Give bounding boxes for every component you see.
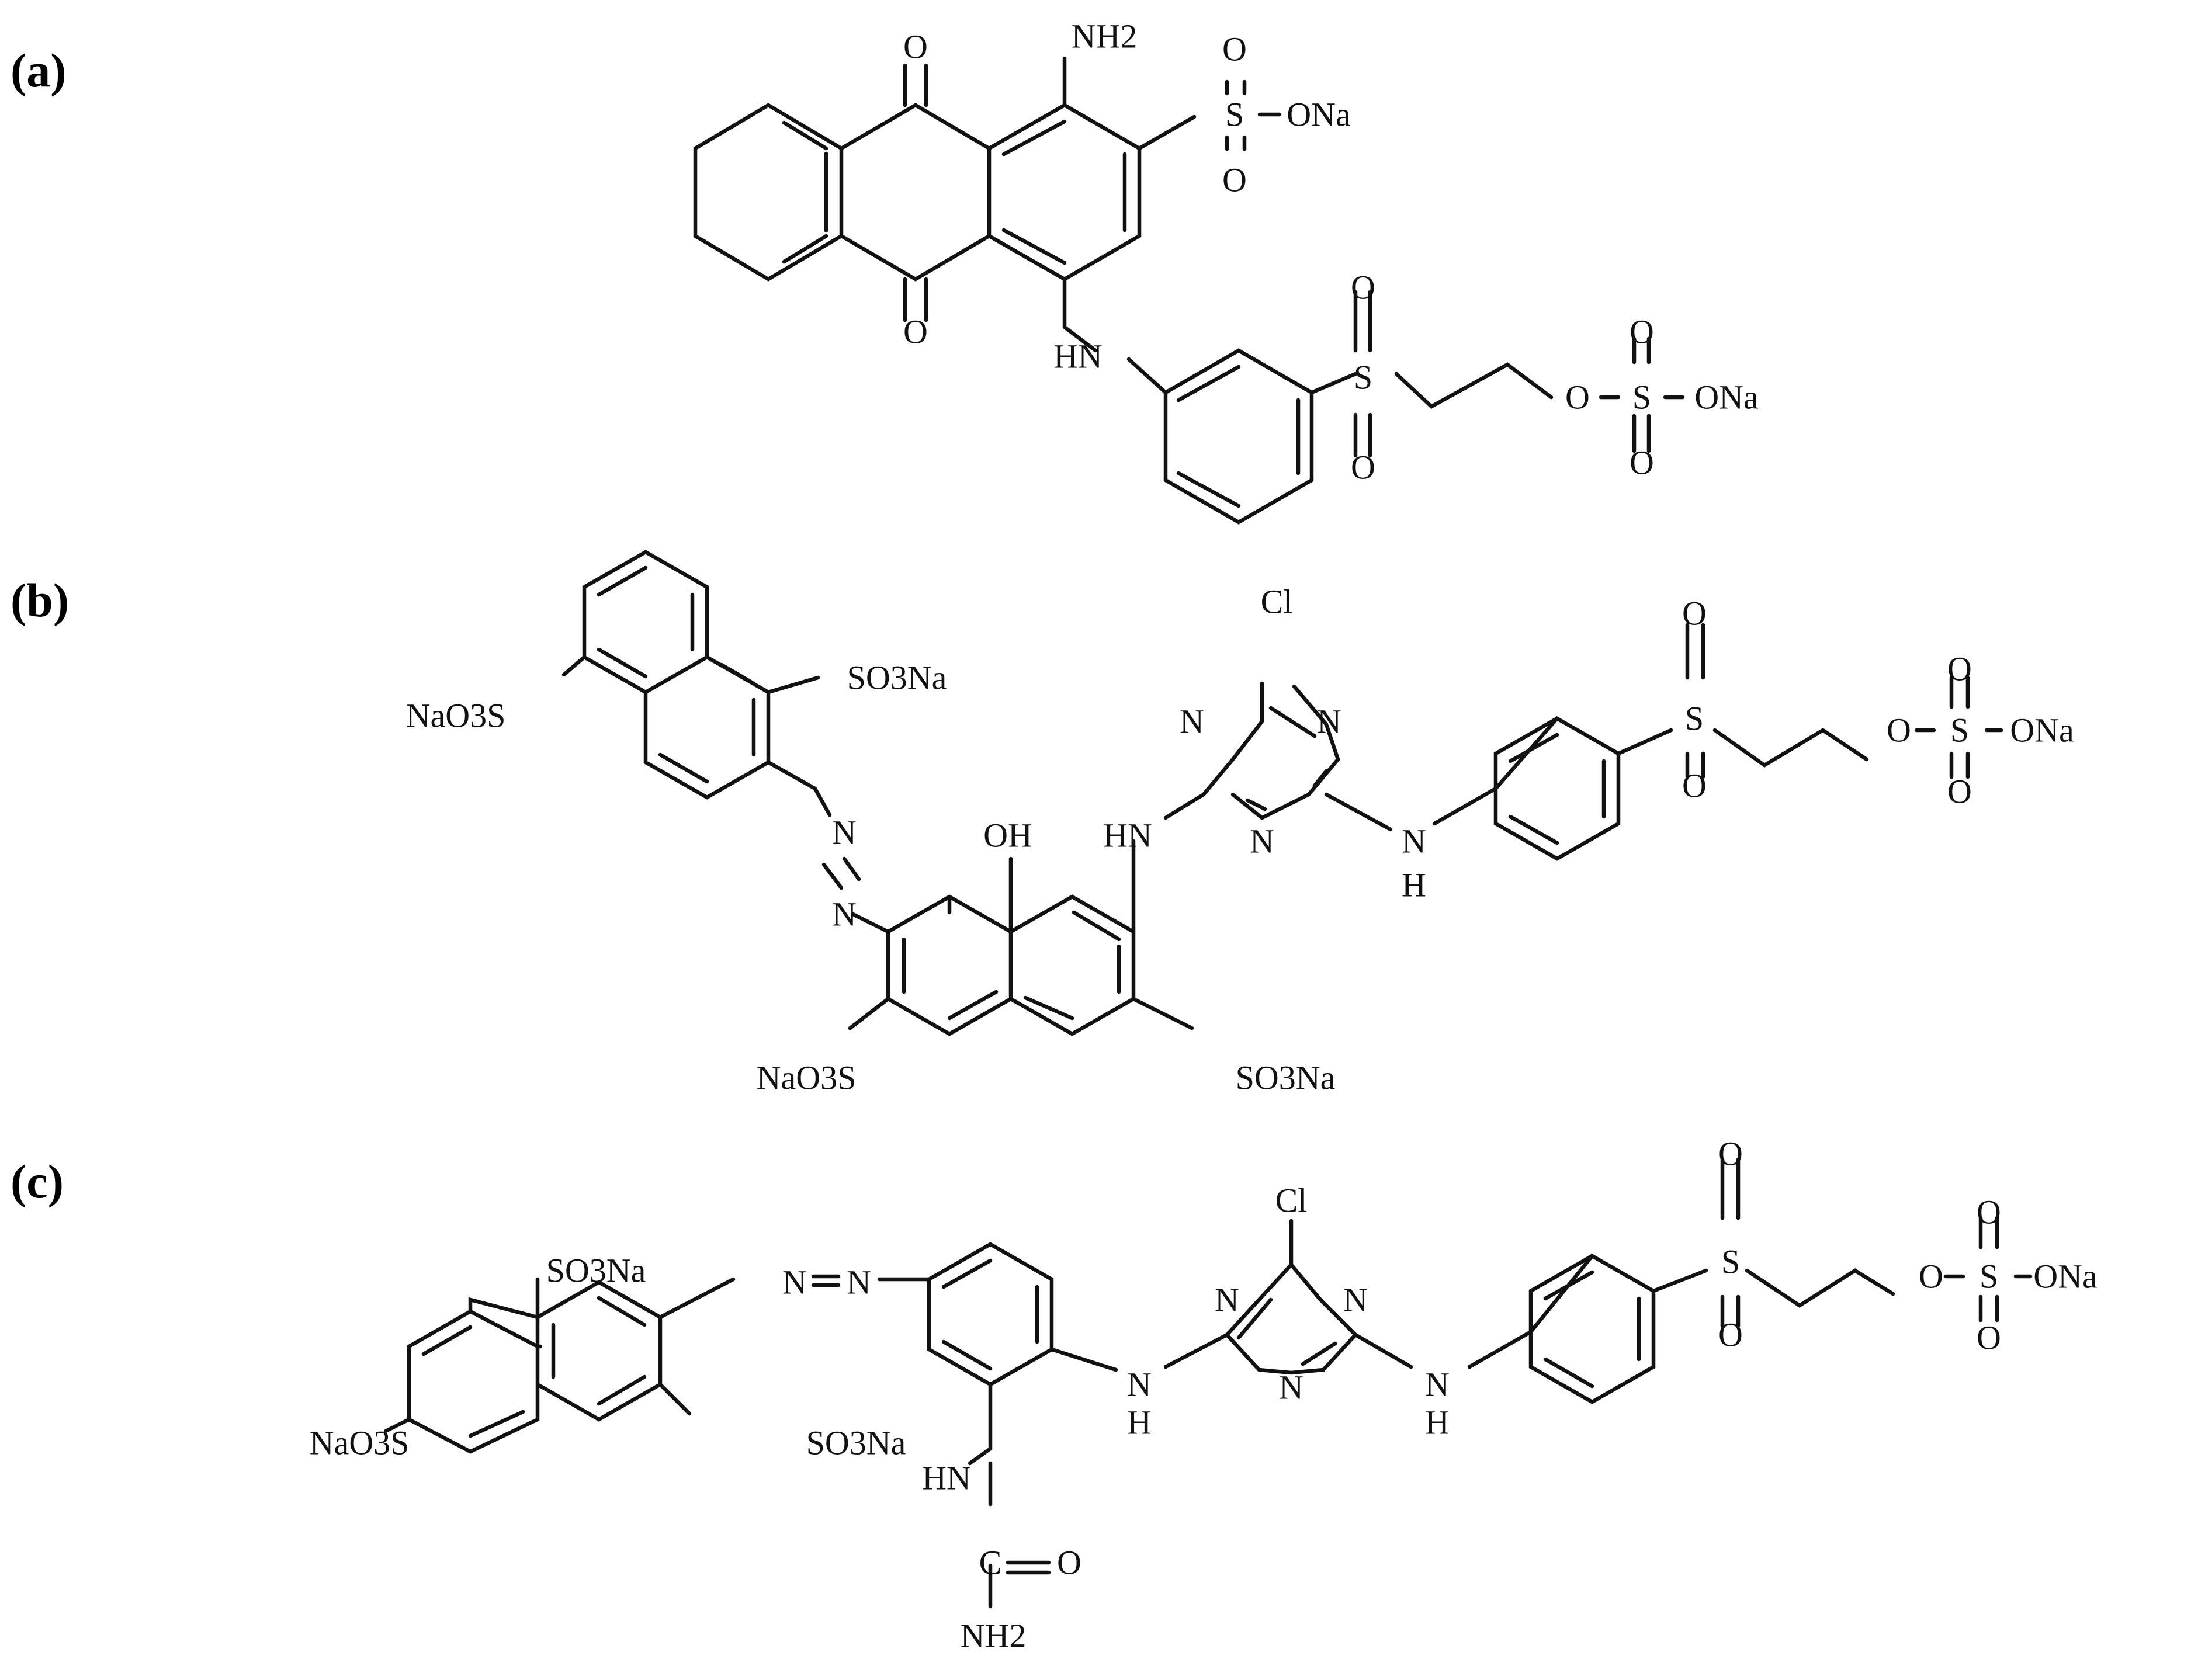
atom-label: S (1632, 379, 1651, 416)
atom-label: O (1630, 313, 1654, 351)
atom-label: O (903, 313, 928, 351)
atom-label: SO3Na (847, 659, 947, 697)
atom-label: N (1402, 822, 1426, 860)
atom-label: N (1180, 703, 1204, 741)
atom-label: N (832, 814, 857, 852)
atom-label: Cl (1275, 1182, 1308, 1220)
atom-label: S (1721, 1243, 1740, 1281)
atom-label: ONa (2033, 1258, 2098, 1296)
panel-label-b: (b) (11, 574, 69, 627)
panel-a-bonds (693, 56, 1685, 525)
atom-label: O (1718, 1135, 1743, 1173)
atom-label: NaO3S (406, 697, 506, 735)
atom-label: H (1127, 1404, 1152, 1442)
atom-label: ONa (2010, 711, 2074, 749)
atom-label: N (782, 1264, 807, 1301)
atom-label: NaO3S (757, 1059, 857, 1097)
panel-c: (c) SO3Na NaO3S SO3Na N N HN C O NH2 N H… (11, 1135, 2098, 1655)
atom-label: OH (983, 817, 1032, 855)
atom-label: S (1685, 700, 1704, 738)
atom-label: O (1947, 773, 1972, 811)
atom-label: O (1222, 30, 1247, 68)
panel-a-atoms: O O NH2 O S ONa O HN O S O O O S ONa O (903, 18, 1759, 487)
panel-b: (b) NaO3S SO3Na N N OH NaO3S SO3Na HN Cl… (11, 550, 2074, 1097)
atom-label: O (1682, 767, 1707, 805)
atom-label: HN (1053, 338, 1103, 376)
atom-label: N (1343, 1281, 1368, 1319)
atom-label: O (1565, 379, 1590, 416)
panel-a: (a) O O NH2 O S ONa O HN O S O O O S ONa… (11, 18, 1759, 525)
atom-label: S (1354, 359, 1372, 397)
atom-label: N (1215, 1281, 1239, 1319)
atom-label: NaO3S (310, 1424, 410, 1462)
panel-c-bonds (383, 1157, 2033, 1609)
atom-label: SO3Na (546, 1252, 646, 1290)
atom-label: O (1887, 711, 1911, 749)
atom-label: H (1402, 866, 1426, 904)
panel-label-c: (c) (11, 1155, 64, 1208)
atom-label: C (979, 1544, 1002, 1582)
atom-label: O (1057, 1544, 1081, 1582)
atom-label: O (1718, 1316, 1743, 1354)
atom-label: N (1425, 1366, 1450, 1404)
atom-label: S (1950, 711, 1969, 749)
atom-label: ONa (1287, 96, 1351, 134)
atom-label: NH2 (1072, 18, 1138, 55)
atom-label: NH2 (961, 1617, 1027, 1655)
atom-label: SO3Na (1236, 1059, 1336, 1097)
atom-label: N (847, 1264, 871, 1301)
atom-label: O (1682, 595, 1707, 633)
panel-b-bonds (561, 550, 2003, 1036)
atom-label: O (1977, 1319, 2001, 1357)
atom-label: S (1225, 96, 1244, 134)
atom-label: N (832, 895, 857, 933)
atom-label: O (1351, 449, 1375, 487)
atom-label: N (1317, 703, 1341, 741)
atom-label: Cl (1261, 583, 1293, 621)
atom-label: O (1977, 1193, 2001, 1231)
atom-label: O (903, 28, 928, 66)
atom-label: N (1279, 1369, 1303, 1407)
atom-label: N (1127, 1366, 1152, 1404)
panel-label-a: (a) (11, 44, 67, 97)
atom-label: HN (1103, 817, 1152, 855)
atom-label: O (1351, 269, 1375, 307)
atom-label: HN (922, 1459, 971, 1497)
atom-label: N (1250, 822, 1274, 860)
atom-label: S (1979, 1258, 1998, 1296)
atom-label: O (1919, 1258, 1943, 1296)
atom-label: H (1425, 1404, 1450, 1442)
atom-label: SO3Na (806, 1424, 906, 1462)
panel-c-atoms: SO3Na NaO3S SO3Na N N HN C O NH2 N H Cl … (310, 1135, 2098, 1655)
atom-label: O (1947, 650, 1972, 688)
atom-label: O (1222, 161, 1247, 199)
atom-label: O (1630, 444, 1654, 482)
atom-label: ONa (1694, 379, 1759, 416)
panel-b-atoms: NaO3S SO3Na N N OH NaO3S SO3Na HN Cl N N… (406, 583, 2074, 1097)
